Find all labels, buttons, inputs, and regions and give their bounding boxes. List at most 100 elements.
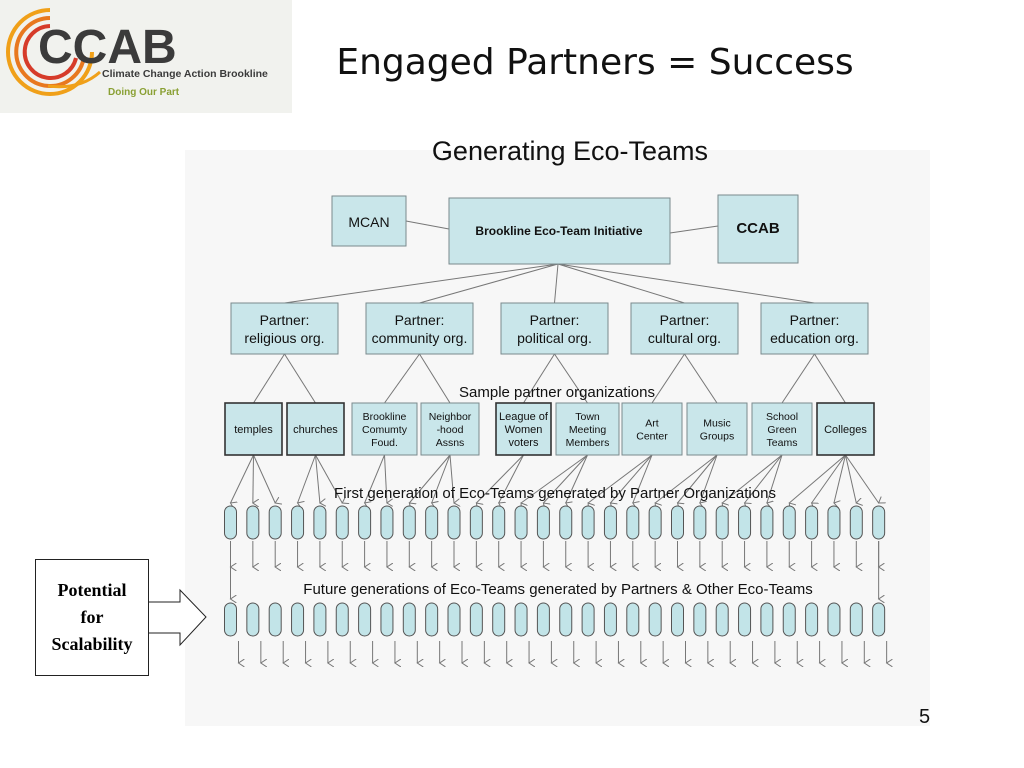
partner-label: religious org. <box>244 330 324 346</box>
connector-line <box>684 353 718 404</box>
org-label: Town <box>575 411 600 423</box>
root-label: Brookline Eco-Team Initiative <box>475 224 642 238</box>
arrow-line <box>588 454 653 503</box>
first-generation-label: First generation of Eco-Teams generated … <box>334 485 776 502</box>
org-label: Brookline <box>363 411 407 423</box>
connector-line <box>781 353 815 404</box>
eco-team-pill <box>246 505 260 540</box>
eco-team-pill <box>313 505 327 540</box>
eco-team-pill <box>447 602 461 637</box>
partner-label: Partner: <box>530 312 580 328</box>
org-label: voters <box>509 437 539 449</box>
root-box <box>448 197 671 265</box>
eco-team-pill <box>603 505 617 540</box>
connector-line <box>253 353 285 404</box>
eco-team-pill <box>648 602 662 637</box>
eco-team-pill <box>268 602 282 637</box>
eco-team-pill <box>671 505 684 540</box>
eco-team-pill <box>872 505 886 540</box>
eco-team-pill <box>805 505 819 540</box>
eco-team-pill <box>358 505 372 540</box>
eco-team-pill <box>380 505 394 540</box>
org-box <box>621 402 683 456</box>
eco-team-pill <box>738 505 752 540</box>
arrow-line <box>745 454 783 503</box>
eco-team-pill <box>402 505 416 540</box>
arrow-line <box>767 454 783 503</box>
eco-team-pill <box>671 602 684 637</box>
eco-team-pill <box>380 602 394 637</box>
connector-line <box>419 263 559 304</box>
org-label: Colleges <box>824 424 867 436</box>
partner-label: Partner: <box>790 312 840 328</box>
org-box <box>351 402 418 456</box>
eco-team-pill <box>536 602 550 637</box>
eco-team-pill <box>827 602 841 637</box>
org-label: Neighbor <box>429 411 472 423</box>
org-box <box>495 402 552 456</box>
eco-team-pill <box>291 602 305 637</box>
arrow-line <box>722 454 783 503</box>
arrow-line <box>365 454 385 503</box>
future-generation-teams <box>224 602 886 637</box>
org-label: Groups <box>700 431 734 443</box>
eco-team-pill <box>782 602 796 637</box>
partner-label: Partner: <box>395 312 445 328</box>
eco-team-pill <box>693 505 707 540</box>
eco-team-pill <box>514 602 528 637</box>
arrow-line <box>476 454 524 503</box>
arrow-line <box>678 454 718 503</box>
eco-team-pill <box>559 505 573 540</box>
arrow-line <box>449 454 454 503</box>
eco-team-pill <box>849 505 863 540</box>
eco-team-pill <box>693 602 707 637</box>
eco-team-pill <box>827 505 841 540</box>
eco-team-pill <box>224 505 237 540</box>
org-label: temples <box>234 424 273 436</box>
arrow-line <box>633 454 653 503</box>
org-box <box>816 402 875 456</box>
connector-lines <box>231 220 887 663</box>
eco-team-pill <box>268 505 282 540</box>
org-label: Comumty <box>362 424 408 436</box>
org-label: Green <box>767 424 796 436</box>
arrow-line <box>315 454 343 503</box>
ccab-logo-graphic: CCAB <box>6 8 177 96</box>
eco-team-pill <box>291 505 305 540</box>
arrow-line <box>566 454 588 503</box>
partner-row: Partner:religious org.Partner:community … <box>230 302 869 355</box>
eco-team-pill <box>402 602 416 637</box>
eco-team-pill <box>782 505 796 540</box>
eco-team-pill <box>425 505 439 540</box>
connector-line <box>669 225 719 234</box>
partner-label: Partner: <box>660 312 710 328</box>
eco-team-pill <box>872 602 886 637</box>
eco-team-pill <box>738 602 752 637</box>
mcan-box <box>331 195 407 247</box>
org-box <box>555 402 620 456</box>
eco-team-pill <box>715 602 729 637</box>
org-box <box>751 402 813 456</box>
eco-team-pill <box>335 505 349 540</box>
partner-box <box>760 302 869 355</box>
slide-title: Engaged Partners = Success <box>336 42 854 83</box>
mcan-label: MCAN <box>348 214 389 230</box>
eco-team-pill <box>603 602 617 637</box>
connector-line <box>557 263 815 304</box>
eco-team-pill <box>849 602 863 637</box>
future-generation-label: Future generations of Eco-Teams generate… <box>303 581 812 598</box>
org-label: churches <box>293 424 338 436</box>
eco-team-pill <box>358 602 372 637</box>
org-label: -hood <box>437 424 464 436</box>
logo-name: Climate Change Action Brookline <box>102 68 268 80</box>
arrow-line <box>253 454 276 503</box>
diagram-title: Generating Eco-Teams <box>431 136 709 166</box>
org-label: School <box>766 411 798 423</box>
first-generation-teams <box>224 505 886 540</box>
arrow-line <box>812 454 846 503</box>
org-label: Music <box>703 418 730 430</box>
page-number: 5 <box>919 706 931 728</box>
org-label: Women <box>505 424 543 436</box>
arrow-line <box>499 454 524 503</box>
connector-line <box>384 353 420 404</box>
